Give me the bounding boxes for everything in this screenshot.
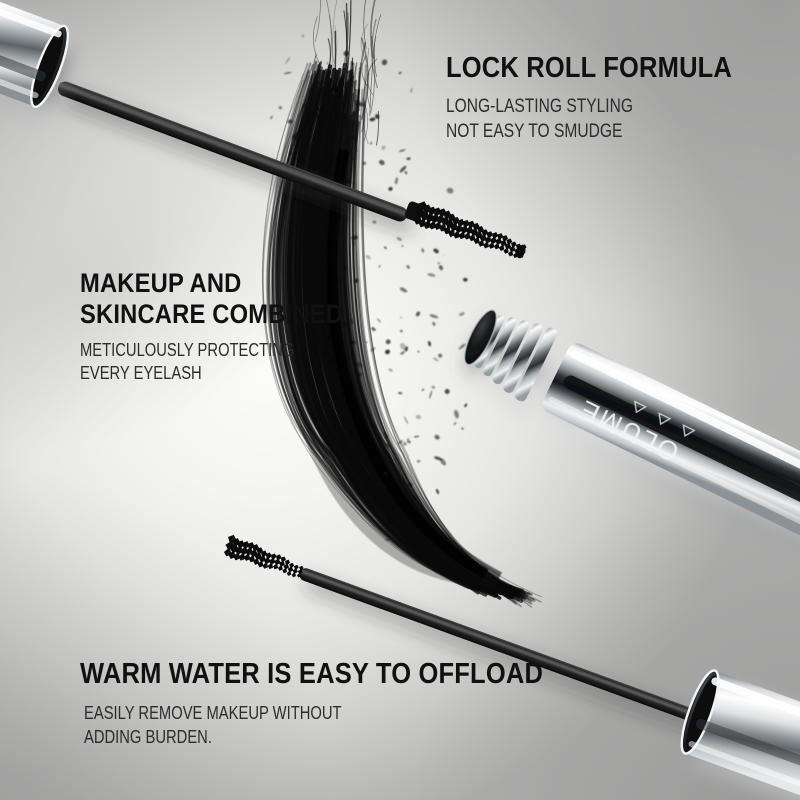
feature-subtext: METICULOUSLY PROTECTING EVERY EYELASH xyxy=(80,339,295,384)
feature-heading: MAKEUP AND SKINCARE COMBINED xyxy=(80,268,344,329)
mascara-brush-head-upper xyxy=(404,199,529,260)
feature-subtext: EASILY REMOVE MAKEUP WITHOUT ADDING BURD… xyxy=(84,703,342,747)
applicator-wand-lower xyxy=(299,568,696,721)
feature-heading: WARM WATER IS EASY TO OFFLOAD xyxy=(80,658,544,690)
applicator-wand-upper xyxy=(58,81,409,222)
feature-heading: LOCK ROLL FORMULA xyxy=(446,52,733,84)
mascara-tube: OLUME xyxy=(463,309,800,546)
feature-block-warm-water-is-easy-to-offload: WARM WATER IS EASY TO OFFLOAD EASILY REM… xyxy=(80,658,606,750)
background-corner-shade-top-right xyxy=(380,0,800,360)
feature-subtext: LONG-LASTING STYLING NOT EASY TO SMUDGE xyxy=(446,96,633,143)
feature-block-makeup-and-skincare-combined: MAKEUP AND SKINCARE COMBINED METICULOUSL… xyxy=(80,268,380,386)
mascara-brush-head-lower xyxy=(221,533,305,579)
mascara-cap-lower xyxy=(680,669,800,800)
background-corner-shade-bottom-left xyxy=(0,450,350,800)
feature-block-lock-roll-formula: LOCK ROLL FORMULA LONG-LASTING STYLING N… xyxy=(446,52,771,144)
mascara-cap-upper xyxy=(0,0,70,108)
